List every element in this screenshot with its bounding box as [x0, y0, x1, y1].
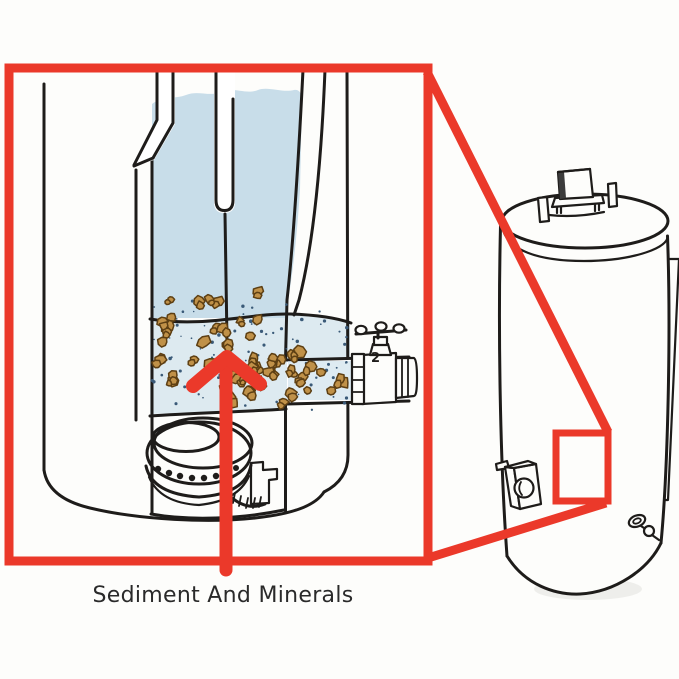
- pipe-nipple-left: [536, 195, 551, 224]
- drain-valve: 2: [350, 321, 419, 406]
- water-level-line: [148, 312, 353, 325]
- water-heater: [494, 167, 679, 600]
- zoom-target-box: [552, 429, 612, 505]
- tank-cutaway-walls: [42, 68, 350, 522]
- zoom-box: [4, 63, 433, 566]
- gas-feed-hatching: [232, 492, 262, 509]
- tank-outline: [497, 224, 671, 596]
- zoom-connector-top: [422, 69, 613, 435]
- sediment-particles: [150, 285, 349, 410]
- sediment-floor-line: [148, 407, 288, 418]
- magnified-view: 2: [42, 64, 419, 522]
- burner-bracket: [249, 460, 279, 506]
- caption-label: Sediment And Minerals: [92, 583, 354, 608]
- pipe-nipple-right: [606, 181, 619, 209]
- zoom-connector-bottom: [426, 498, 608, 563]
- gas-control-valve: [494, 459, 543, 511]
- inlet-pipe: [132, 66, 175, 168]
- valve-marking: 2: [371, 351, 380, 366]
- zoom-annotation: [4, 63, 613, 577]
- draft-hood: [547, 167, 606, 218]
- sediment-arrow: [186, 350, 267, 577]
- burner-assembly: [144, 420, 279, 509]
- dip-tube: [214, 64, 235, 213]
- tank-drain-valve: [627, 513, 661, 542]
